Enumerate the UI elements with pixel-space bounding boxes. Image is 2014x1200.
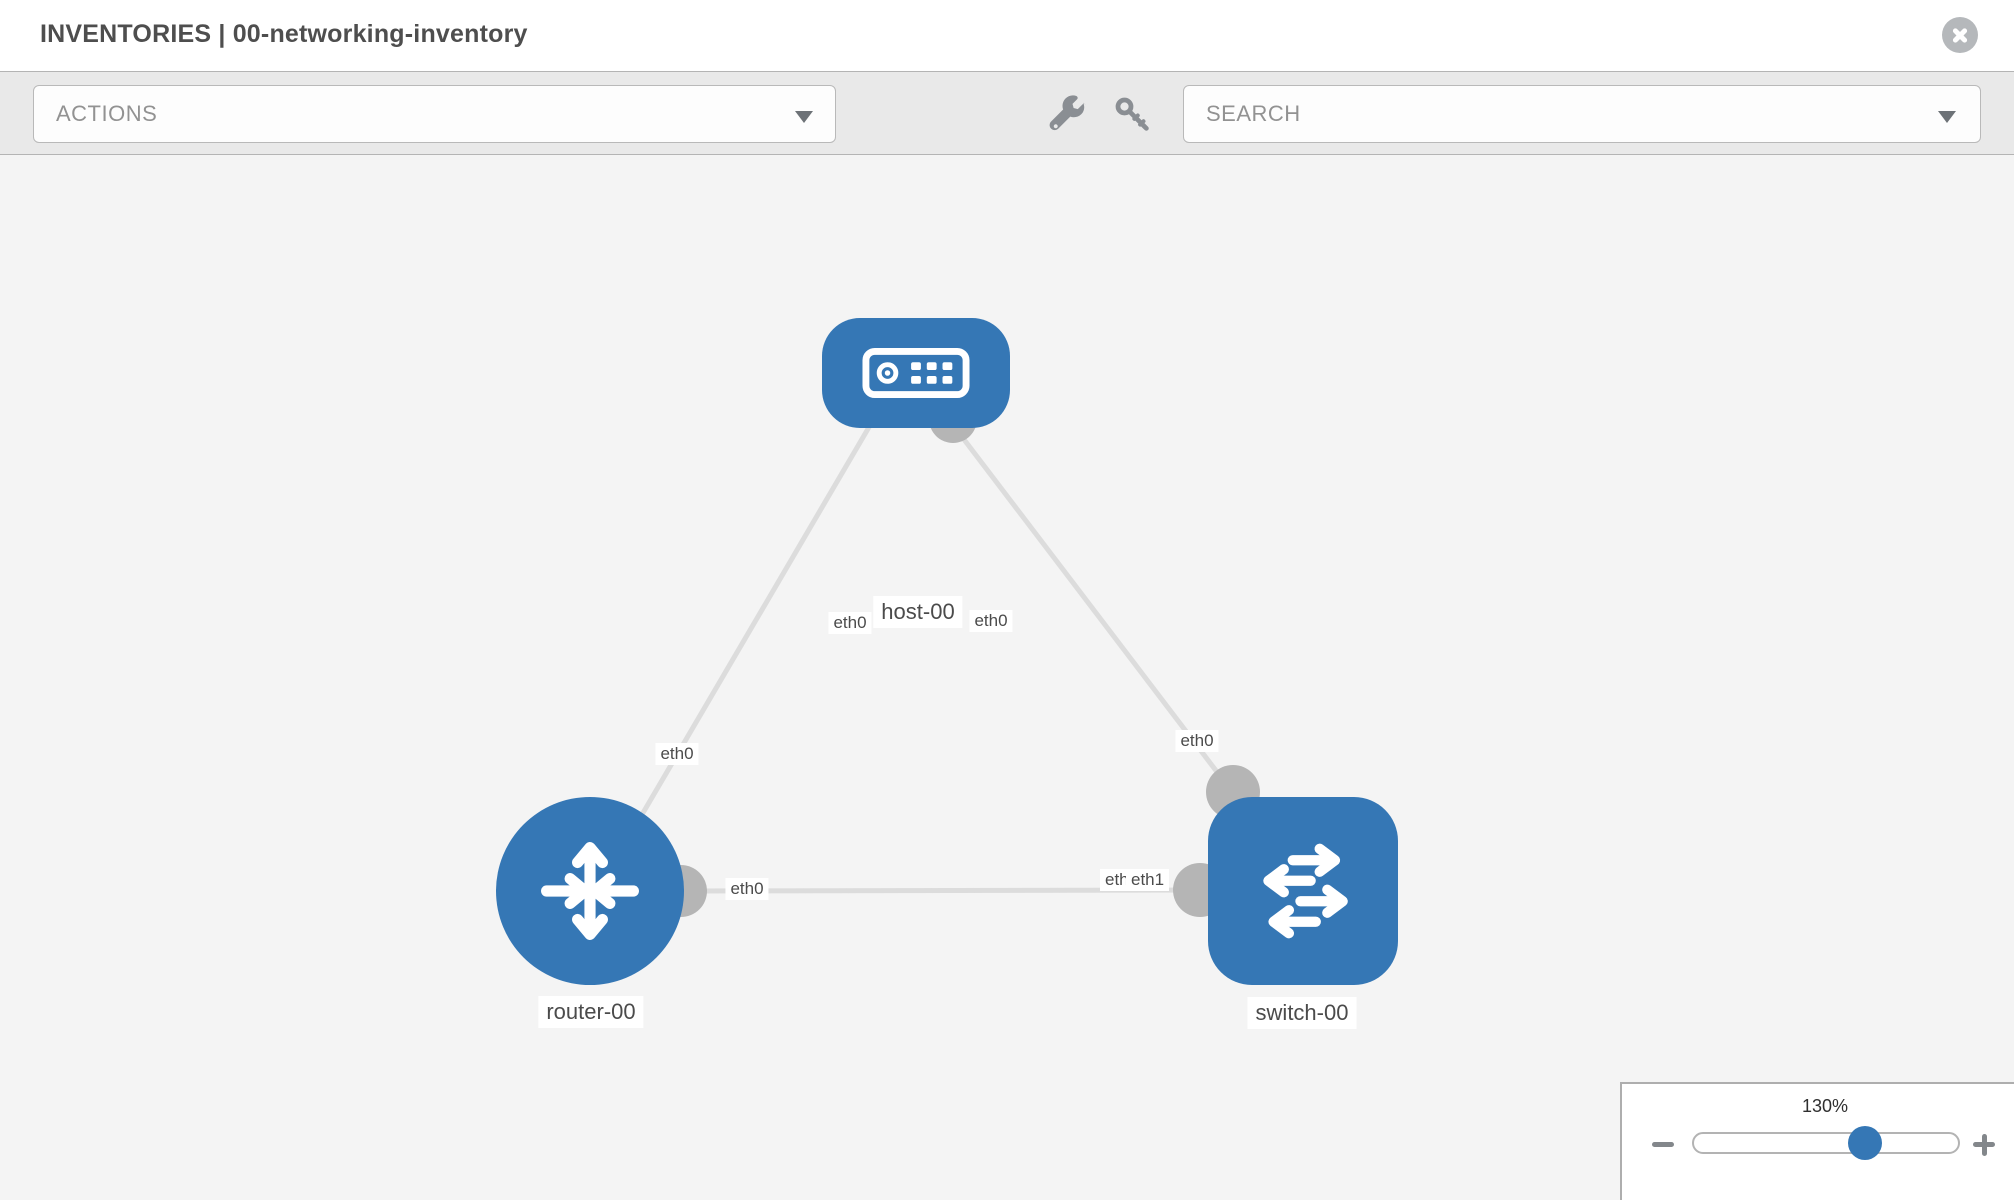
switch-arrows-icon — [1263, 843, 1348, 939]
chevron-down-icon — [795, 111, 813, 123]
credentials-button[interactable] — [1112, 94, 1152, 134]
key-icon — [1115, 97, 1149, 131]
actions-dropdown[interactable]: ACTIONS — [33, 85, 836, 143]
zoom-panel: 130% — [1620, 1082, 2014, 1200]
actions-placeholder: ACTIONS — [56, 101, 158, 126]
interface-label-host-eth0-right: eth0 — [969, 610, 1013, 632]
zoom-slider-handle[interactable] — [1848, 1126, 1882, 1160]
interface-label-router-eth0-uplink: eth0 — [655, 743, 699, 765]
search-placeholder: SEARCH — [1206, 101, 1301, 126]
server-icon — [862, 347, 970, 399]
node-label-router: router-00 — [538, 996, 644, 1028]
chevron-down-icon — [1938, 111, 1956, 123]
node-switch-00[interactable] — [1208, 797, 1398, 985]
node-host-00[interactable] — [822, 318, 1010, 428]
interface-label-switch-eth1: eth1 — [1126, 869, 1170, 891]
toolbar: ACTIONS SEARCH — [0, 71, 2014, 155]
interface-label-router-eth0: eth0 — [725, 878, 769, 900]
close-button[interactable] — [1942, 17, 1978, 53]
configure-button[interactable] — [1048, 94, 1088, 134]
topology-edges-layer — [637, 395, 1260, 917]
zoom-value: 130% — [1801, 1096, 1849, 1116]
interface-label-switch-eth0: eth0 — [1175, 730, 1219, 752]
wrench-icon — [1049, 95, 1086, 131]
node-label-host: host-00 — [873, 596, 963, 628]
header: INVENTORIES | 00-networking-inventory — [0, 0, 2014, 71]
node-label-switch: switch-00 — [1247, 997, 1357, 1029]
search-dropdown[interactable]: SEARCH — [1183, 85, 1981, 143]
topology-canvas[interactable]: host-00 router-00 switch-00 eth0 eth0 et… — [0, 155, 2014, 1200]
zoom-slider-track[interactable] — [1692, 1132, 1960, 1154]
interface-label-host-eth0-left: eth0 — [828, 612, 872, 634]
page-title: INVENTORIES | 00-networking-inventory — [40, 20, 528, 48]
router-arrows-icon — [541, 842, 639, 940]
node-router-00[interactable] — [496, 797, 684, 985]
zoom-out-icon[interactable] — [1652, 1142, 1674, 1147]
